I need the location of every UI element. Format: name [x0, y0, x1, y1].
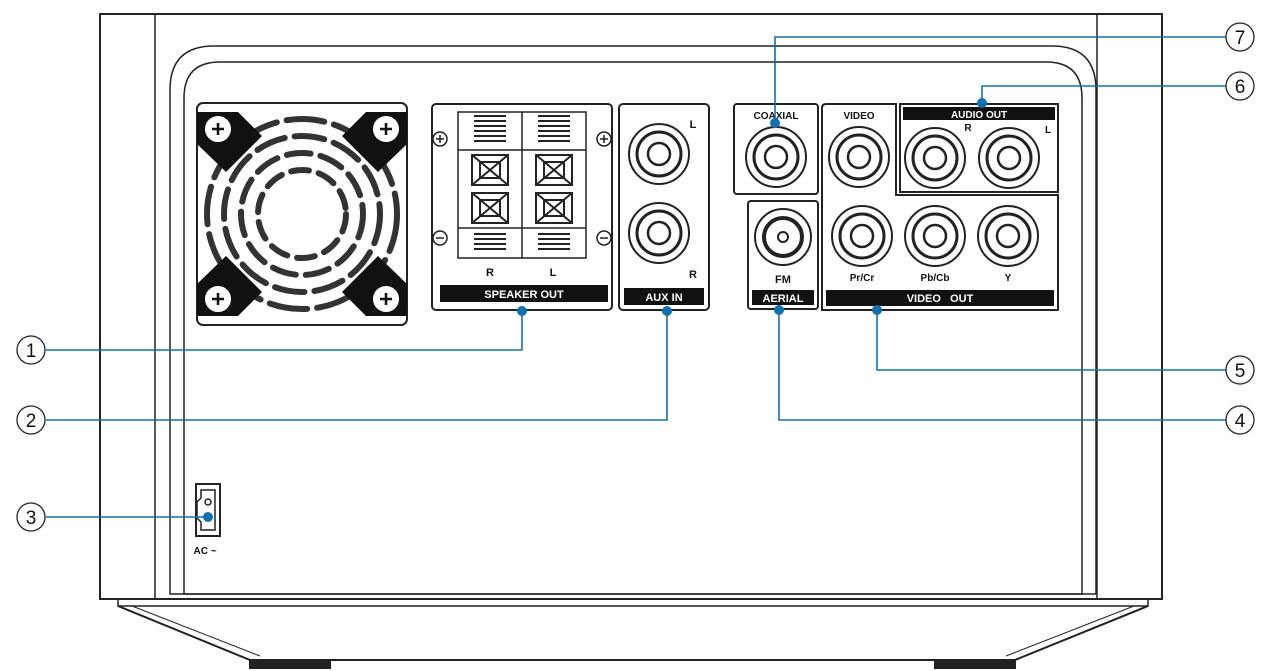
aux-l-label: L: [690, 119, 697, 131]
leader-6: [981, 85, 1226, 103]
coaxial-panel: COAXIAL: [733, 103, 819, 195]
audio-r-label: R: [964, 123, 972, 134]
callout-2: 2: [16, 405, 46, 435]
ac-power-socket[interactable]: AC ~: [193, 483, 221, 557]
svg-text:5: 5: [1235, 361, 1246, 382]
callout-1: 1: [16, 335, 46, 365]
leader-7: [774, 36, 1226, 122]
minus-icon: [432, 230, 612, 246]
aerial-panel: FM AERIAL: [747, 200, 819, 310]
aux-in-label: AUX IN: [645, 292, 682, 304]
callout-6: 6: [1225, 71, 1255, 101]
leader-4: [778, 310, 1226, 421]
coaxial-label: COAXIAL: [754, 111, 799, 122]
callout-3: 3: [16, 502, 46, 532]
audio-r-jack[interactable]: [904, 127, 966, 189]
callout-anchor-dots: [203, 98, 987, 522]
speaker-terminal-clips: [471, 154, 573, 224]
y-label: Y: [1005, 273, 1012, 284]
fan-screw-icons: [212, 123, 392, 305]
callout-7: 7: [1225, 22, 1255, 52]
cooling-fan: [196, 102, 408, 326]
y-jack[interactable]: [977, 205, 1039, 267]
video-label: VIDEO: [843, 111, 874, 122]
aux-r-label: R: [689, 269, 697, 281]
fan-mount-tab-tl: [197, 112, 262, 172]
audio-l-jack[interactable]: [978, 127, 1040, 189]
callout-leaders: [46, 36, 1226, 518]
fan-mount-tab-bl: [197, 256, 262, 316]
callout-5: 5: [1225, 355, 1255, 385]
pr-cr-jack[interactable]: [831, 205, 893, 267]
fan-mount-tab-tr: [342, 112, 407, 172]
fm-label: FM: [775, 274, 791, 286]
leader-2: [46, 312, 668, 421]
video-out-label: VIDEO OUT: [907, 293, 974, 305]
video-out-panel: VIDEO Pr/Cr Pb/Cb Y VIDEO OUT: [821, 103, 1059, 311]
plus-icon: [432, 131, 612, 147]
svg-text:4: 4: [1235, 411, 1246, 432]
fm-aerial-socket[interactable]: [754, 208, 812, 266]
svg-text:2: 2: [26, 411, 37, 432]
pb-cb-label: Pb/Cb: [921, 273, 950, 284]
ac-label: AC ~: [193, 546, 216, 557]
audio-l-label: L: [1045, 125, 1051, 136]
aux-in-panel: L R AUX IN: [618, 103, 710, 311]
aerial-label: AERIAL: [763, 293, 804, 305]
pb-cb-jack[interactable]: [904, 205, 966, 267]
callout-4: 4: [1225, 405, 1255, 435]
speaker-r-label: R: [486, 267, 494, 279]
pr-cr-label: Pr/Cr: [850, 273, 875, 284]
audio-out-label: AUDIO OUT: [951, 110, 1007, 121]
svg-text:7: 7: [1235, 28, 1246, 49]
aux-l-jack[interactable]: [628, 123, 690, 185]
svg-text:1: 1: [26, 341, 37, 362]
leader-1: [46, 312, 523, 351]
leader-5: [876, 310, 1226, 371]
fan-mount-tab-br: [342, 256, 407, 316]
speaker-out-label: SPEAKER OUT: [484, 289, 564, 301]
coaxial-jack[interactable]: [745, 126, 807, 188]
speaker-out-panel: R L SPEAKER OUT: [431, 103, 613, 311]
cabinet: [99, 13, 1163, 669]
video-jack[interactable]: [828, 126, 890, 188]
svg-text:3: 3: [26, 508, 37, 529]
aux-r-jack[interactable]: [628, 202, 690, 264]
svg-text:6: 6: [1235, 77, 1246, 98]
audio-out-panel: AUDIO OUT R L: [899, 103, 1059, 193]
speaker-l-label: L: [550, 267, 557, 279]
